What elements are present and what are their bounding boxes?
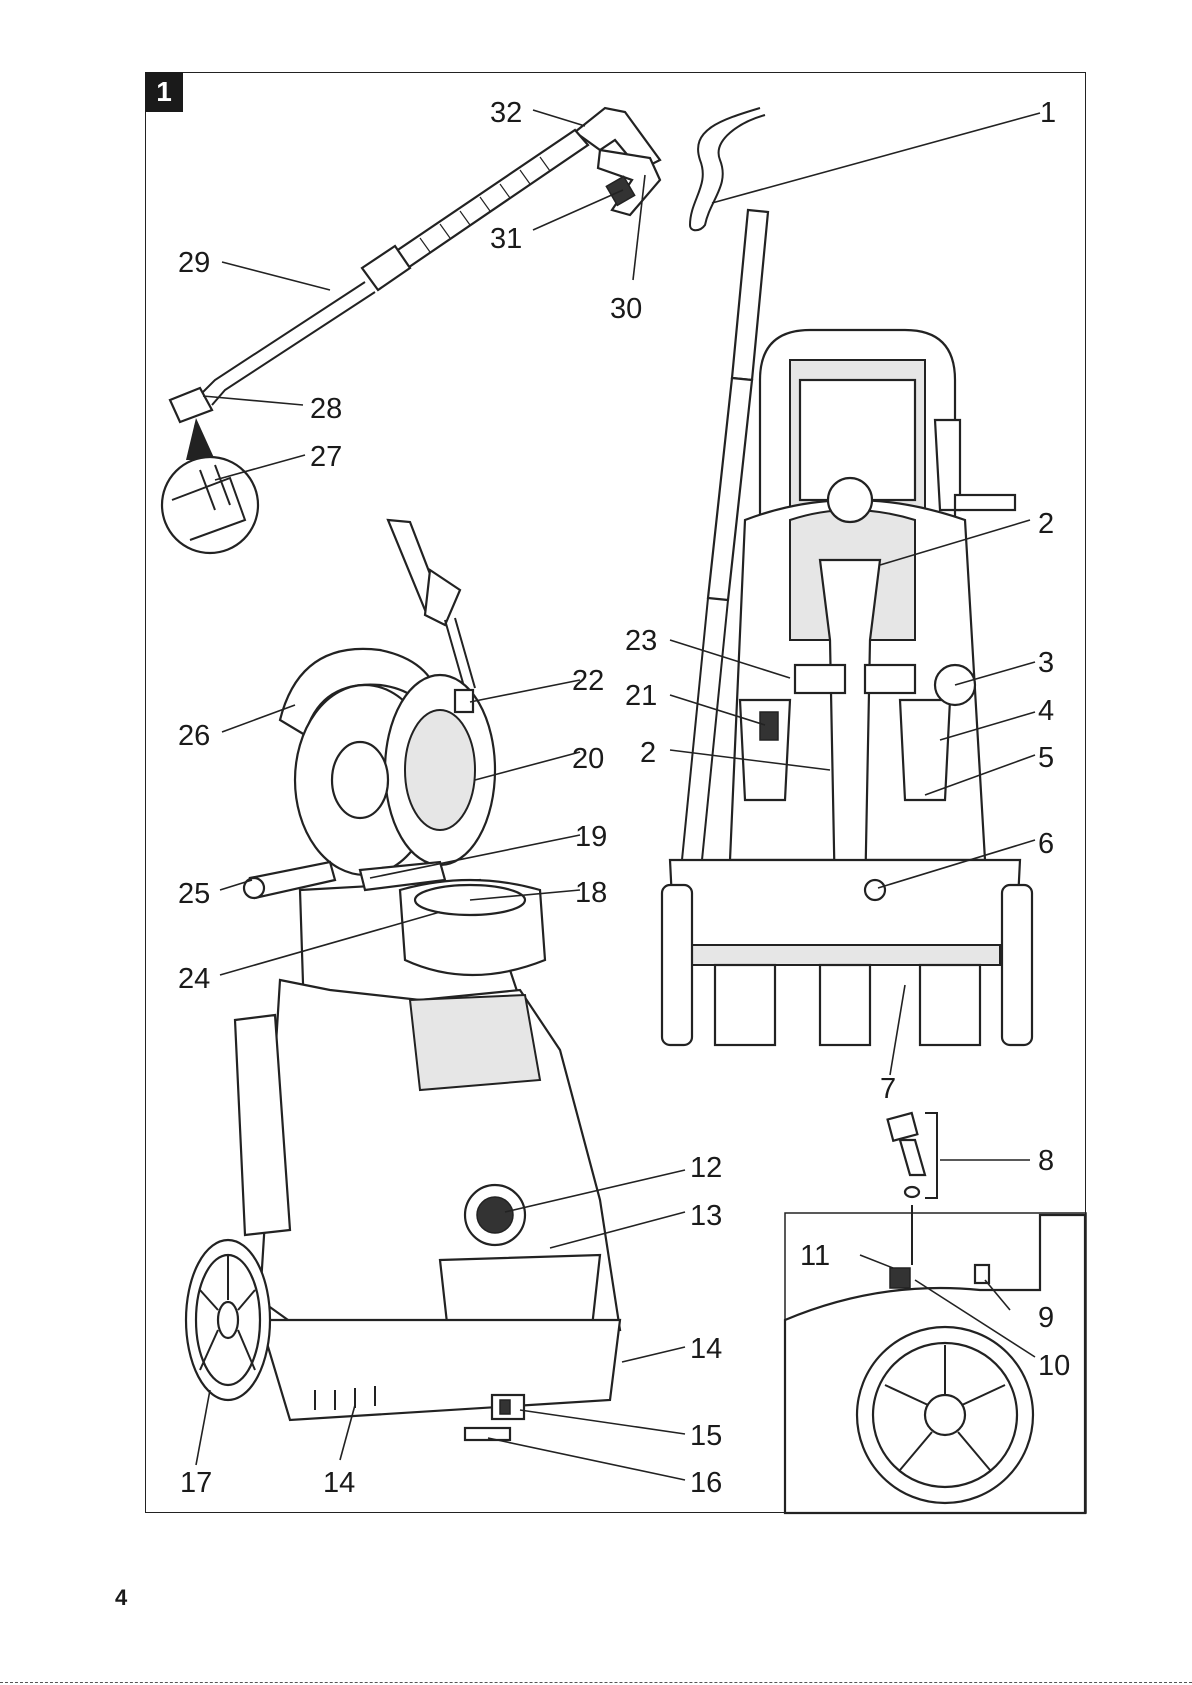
callout-23: 23 [625,625,657,657]
callout-12: 12 [690,1152,722,1184]
callout-14-left: 14 [323,1467,355,1499]
callout-14-right: 14 [690,1333,722,1365]
callout-8: 8 [1038,1145,1054,1177]
callout-9: 9 [1038,1302,1054,1334]
footer-rule [0,1682,1192,1683]
page-number: 4 [115,1585,127,1611]
callout-17: 17 [180,1467,212,1499]
callout-3: 3 [1038,647,1054,679]
callout-4: 4 [1038,695,1054,727]
callout-11: 11 [800,1240,830,1272]
machine-side-view [186,520,620,1440]
callout-32: 32 [490,97,522,129]
callout-18: 18 [575,877,607,909]
callout-19: 19 [575,821,607,853]
callout-10: 10 [1038,1350,1070,1382]
callout-1: 1 [1040,97,1056,129]
callout-15: 15 [690,1420,722,1452]
callout-2-mid: 2 [640,737,656,769]
callout-24: 24 [178,963,210,995]
spray-gun-illustration [162,108,765,553]
callout-25: 25 [178,878,210,910]
callout-26: 26 [178,720,210,752]
callout-31: 31 [490,223,522,255]
callout-13: 13 [690,1200,722,1232]
machine-front-view [662,210,1032,1045]
callout-30: 30 [610,293,642,325]
hose-connector-illustration [888,1113,937,1198]
callout-6: 6 [1038,828,1054,860]
callout-29: 29 [178,247,210,279]
callout-7: 7 [880,1073,896,1105]
callout-20: 20 [572,743,604,775]
callout-5: 5 [1038,742,1054,774]
callout-2-top: 2 [1038,508,1054,540]
callout-21: 21 [625,680,657,712]
callout-27: 27 [310,441,342,473]
callout-22: 22 [572,665,604,697]
callout-16: 16 [690,1467,722,1499]
callout-28: 28 [310,393,342,425]
